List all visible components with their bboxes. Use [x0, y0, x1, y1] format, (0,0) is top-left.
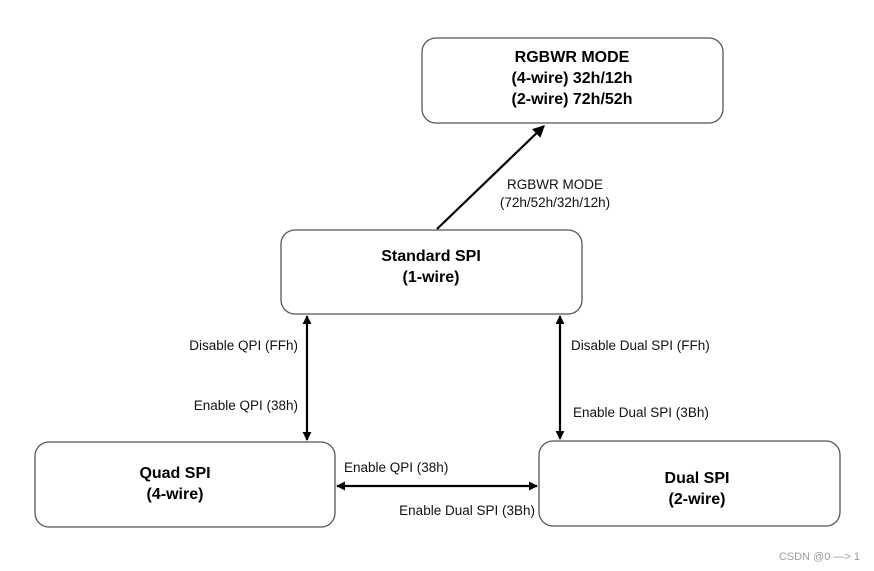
edge-quad-dual: Enable QPI (38h) Enable Dual SPI (3Bh): [336, 460, 538, 518]
node-rgbwr-mode-title: RGBWR MODE: [515, 49, 630, 66]
node-rgbwr-mode: RGBWR MODE (4-wire) 32h/12h (2-wire) 72h…: [421, 37, 724, 124]
edge-standard-dual-label-upper: Disable Dual SPI (FFh): [571, 338, 710, 353]
node-quad-spi-line2: (4-wire): [147, 486, 204, 503]
node-rgbwr-mode-line2: (4-wire) 32h/12h: [512, 70, 633, 87]
node-rgbwr-mode-line3: (2-wire) 72h/52h: [512, 91, 633, 108]
node-dual-spi-box: [538, 440, 841, 527]
edge-standard-quad-label-upper: Disable QPI (FFh): [189, 338, 298, 353]
edge-standard-dual-label-lower: Enable Dual SPI (3Bh): [573, 405, 709, 420]
edge-standard-quad-label-lower: Enable QPI (38h): [194, 398, 298, 413]
node-rgbwr-mode-box: [421, 37, 724, 124]
edge-quad-dual-label-upper: Enable QPI (38h): [344, 460, 448, 475]
edge-standard-to-rgbwr-label-line1: RGBWR MODE: [507, 177, 603, 192]
node-quad-spi-title: Quad SPI: [139, 465, 210, 482]
edge-standard-quad: Disable QPI (FFh) Enable QPI (38h): [189, 315, 312, 441]
node-standard-spi-box: [280, 229, 583, 315]
edge-standard-dual: Disable Dual SPI (FFh) Enable Dual SPI (…: [555, 315, 710, 440]
watermark: CSDN @0 —> 1: [779, 551, 860, 563]
node-standard-spi-title: Standard SPI: [381, 248, 481, 265]
arrow-standard-to-rgbwr: [436, 125, 545, 230]
node-standard-spi-line2: (1-wire): [403, 269, 460, 286]
node-standard-spi: Standard SPI (1-wire): [280, 229, 583, 315]
node-quad-spi: Quad SPI (4-wire): [34, 441, 336, 528]
node-quad-spi-box: [34, 441, 336, 528]
edge-quad-dual-label-lower: Enable Dual SPI (3Bh): [399, 503, 535, 518]
edge-standard-to-rgbwr-label-line2: (72h/52h/32h/12h): [500, 195, 610, 210]
node-dual-spi-title: Dual SPI: [665, 470, 730, 487]
edge-standard-to-rgbwr: RGBWR MODE (72h/52h/32h/12h): [436, 125, 610, 230]
node-dual-spi-line2: (2-wire): [669, 491, 726, 508]
node-dual-spi: Dual SPI (2-wire): [538, 440, 841, 527]
